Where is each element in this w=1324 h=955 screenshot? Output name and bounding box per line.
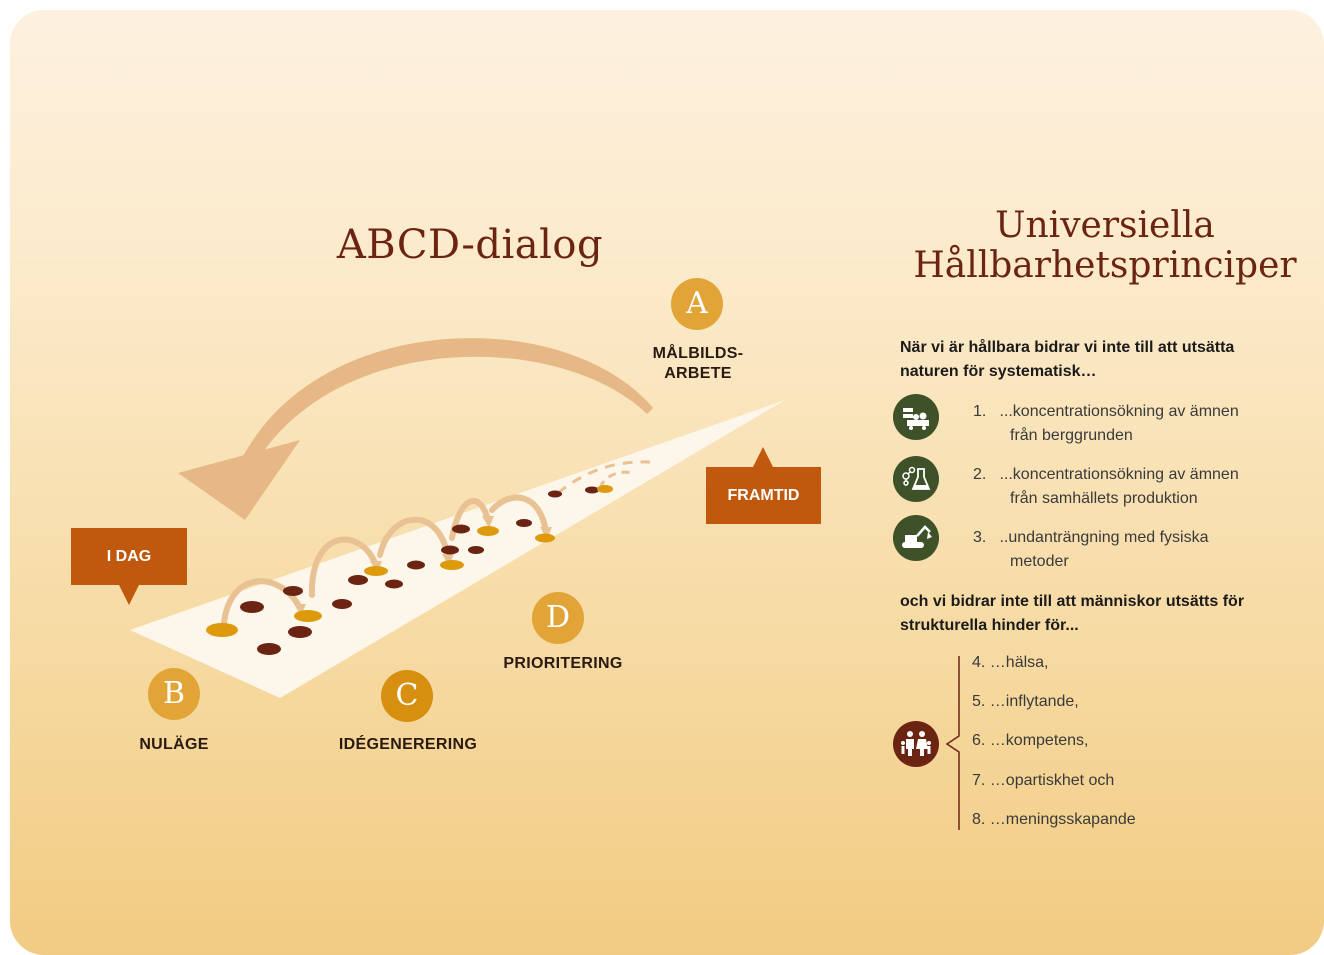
- principles-title: Universiella Hållbarhetsprinciper: [890, 206, 1320, 286]
- callout-today: I DAG: [71, 528, 187, 605]
- big-arrow-body: [234, 338, 653, 477]
- step-c-circle: C: [381, 670, 433, 722]
- callout-future-pointer: [753, 447, 773, 467]
- hop-arc: [221, 578, 303, 626]
- gold-dot: [440, 560, 464, 570]
- principle-text-line1: ...koncentrationsökning av ämnen: [999, 403, 1239, 420]
- brown-dot: [240, 601, 264, 613]
- step-a-label: MÅLBILDS- ARBETE: [628, 344, 768, 384]
- gold-dot: [206, 623, 238, 637]
- principle-text-line2: från samhällets produktion: [1010, 490, 1198, 507]
- excavator-icon: [893, 515, 939, 561]
- step-a-label-line2: ARBETE: [664, 365, 732, 382]
- brown-dot: [257, 643, 281, 655]
- big-arrow-head: [178, 440, 300, 520]
- callout-future-text: FRAMTID: [727, 487, 800, 504]
- society-item-5: 5. …inflytande,: [972, 693, 1079, 710]
- step-b-label: NULÄGE: [139, 736, 209, 753]
- brown-dot: [288, 626, 312, 638]
- brown-dot: [441, 545, 459, 555]
- brown-dots: [240, 486, 599, 655]
- brown-dot: [452, 524, 470, 534]
- dashed-future-arc: [598, 470, 633, 489]
- abcd-title: ABCD-dialog: [336, 222, 604, 268]
- abcd-diagram: [130, 338, 785, 698]
- gold-dot: [294, 610, 322, 622]
- step-a-circle: A: [671, 278, 723, 330]
- brown-dot: [283, 586, 303, 596]
- society-item-4: 4. …hälsa,: [972, 654, 1049, 671]
- step-c-label: IDÉGENERERING: [338, 736, 478, 753]
- gold-dot: [535, 533, 555, 543]
- hop-arrowhead: [294, 604, 306, 616]
- gold-dots: [206, 485, 613, 637]
- principle-text-line2: metoder: [1010, 553, 1069, 570]
- principle-item-3: 3. ..undanträngning med fysiska metoder: [973, 526, 1293, 574]
- brown-dot: [348, 575, 368, 585]
- principle-item-2: 2. ...koncentrationsökning av ämnen från…: [973, 463, 1293, 511]
- callout-today-text: I DAG: [106, 548, 152, 565]
- step-b-circle: B: [148, 668, 200, 720]
- principles-title-line2: Hållbarhetsprinciper: [913, 245, 1297, 286]
- gold-dot: [477, 526, 499, 536]
- principle-number: 3.: [973, 529, 987, 546]
- mining-cart-icon: [893, 394, 939, 440]
- principle-text-line1: ..undanträngning med fysiska: [999, 529, 1209, 546]
- chemistry-flask-icon: [893, 456, 939, 502]
- society-item-6: 6. …kompetens,: [972, 732, 1089, 749]
- principle-number: 1.: [973, 403, 987, 420]
- society-item-7: 7. …opartiskhet och: [972, 772, 1115, 789]
- dashed-future-arc: [557, 460, 651, 495]
- hop-arrowhead: [540, 527, 552, 539]
- gold-dot: [597, 485, 613, 493]
- gold-dot: [364, 566, 388, 576]
- brown-dot: [548, 490, 562, 498]
- step-a-label-line1: MÅLBILDS-: [652, 345, 744, 362]
- callout-future: FRAMTID: [706, 447, 821, 524]
- brown-dot: [516, 519, 532, 527]
- callout-today-pointer: [119, 585, 139, 605]
- principle-text-line2: från berggrunden: [1010, 427, 1133, 444]
- step-d-circle: D: [532, 592, 584, 644]
- nature-heading: När vi är hållbara bidrar vi inte till a…: [900, 339, 1235, 380]
- brown-dot: [385, 579, 403, 589]
- hop-arcs: [221, 494, 549, 626]
- family-icon: [893, 721, 939, 767]
- principle-number: 2.: [973, 466, 987, 483]
- hop-arc: [489, 494, 549, 535]
- hop-arc: [377, 516, 451, 561]
- brown-dot: [332, 599, 352, 609]
- principles-title-line1: Universiella: [995, 205, 1215, 246]
- step-d-label: PRIORITERING: [503, 655, 623, 672]
- hop-arrowhead: [482, 516, 494, 528]
- society-heading: och vi bidrar inte till att människor ut…: [900, 593, 1245, 634]
- brown-dot: [585, 486, 599, 494]
- bracket-icon: [945, 656, 960, 830]
- brown-dot: [407, 560, 425, 570]
- hop-arrowhead: [442, 554, 454, 566]
- hop-arc: [308, 536, 379, 598]
- society-item-8: 8. …meningsskapande: [972, 811, 1136, 828]
- card-background: ABCD-dialog Universiella Hållbarhetsprin…: [10, 10, 1324, 955]
- principle-item-1: 1. ...koncentrationsökning av ämnen från…: [973, 400, 1293, 448]
- brown-dot: [468, 546, 484, 554]
- principle-text-line1: ...koncentrationsökning av ämnen: [999, 466, 1239, 483]
